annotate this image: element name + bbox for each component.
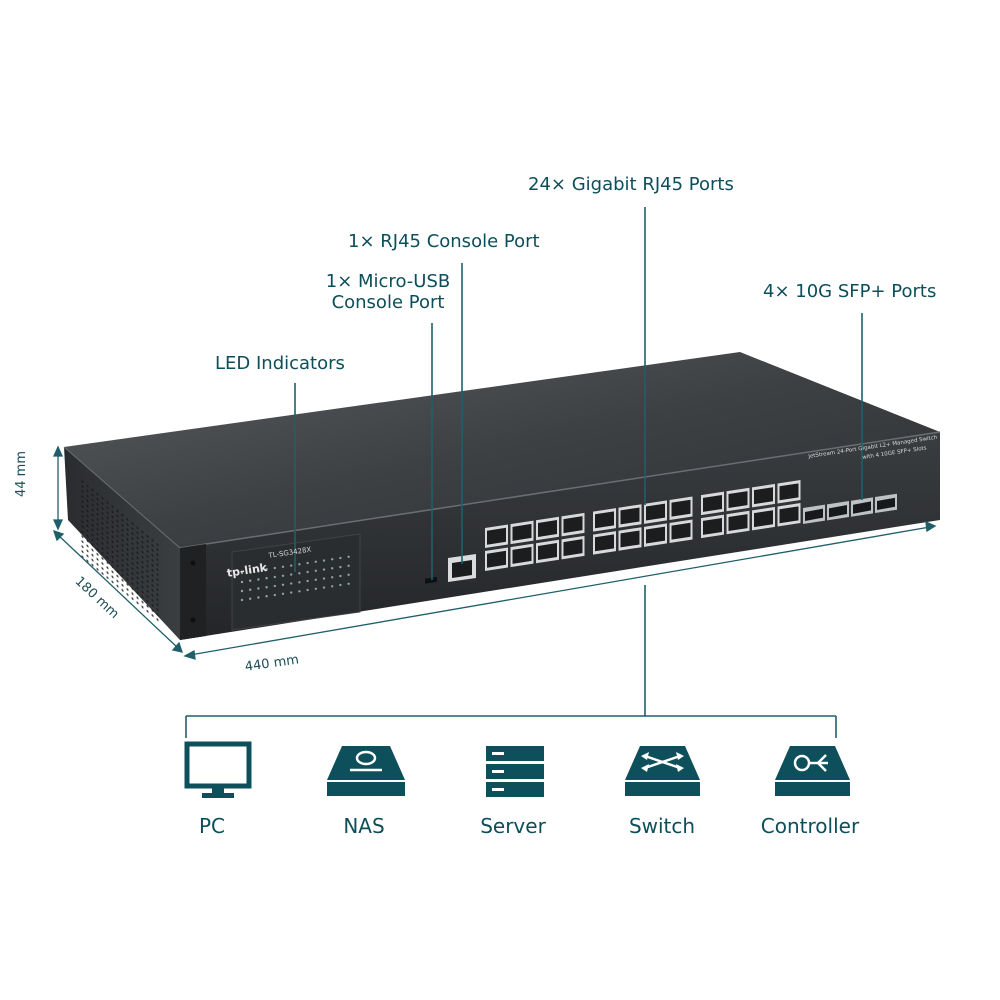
led-indicator	[290, 582, 293, 585]
led-indicator	[265, 586, 268, 589]
led-indicator	[347, 573, 350, 576]
switch-icon	[625, 746, 700, 796]
led-indicator	[240, 589, 244, 593]
led-indicator	[298, 590, 301, 593]
led-indicator	[306, 561, 309, 565]
led-indicator	[249, 570, 252, 573]
rj45-console-port[interactable]	[448, 554, 476, 582]
dimension-lines	[52, 445, 937, 660]
led-indicator	[347, 582, 350, 585]
led-indicator	[306, 579, 309, 583]
led-indicator	[347, 555, 350, 558]
device-label-pc: PC	[198, 814, 226, 838]
led-indicator	[281, 583, 285, 586]
device-label-switch: Switch	[628, 814, 696, 838]
led-indicator	[314, 578, 317, 581]
nas-icon	[327, 746, 405, 796]
led-indicator	[290, 564, 293, 567]
led-indicator	[322, 586, 326, 589]
led-indicator	[257, 569, 260, 572]
sfp-ports-label: 4× 10G SFP+ Ports	[763, 281, 937, 302]
led-indicator	[347, 564, 350, 567]
controller-icon	[775, 746, 850, 796]
callout-lines	[294, 207, 863, 580]
usb-console-label-line1: 1× Micro-USB	[325, 271, 451, 292]
rj45-console-label: 1× RJ45 Console Port	[348, 231, 540, 252]
led-panel	[231, 533, 361, 631]
led-indicator	[273, 584, 276, 588]
led-indicator	[339, 583, 342, 587]
led-indicator	[257, 596, 260, 599]
led-indicator	[281, 592, 285, 595]
led-indicator	[249, 588, 252, 591]
led-indicator	[314, 587, 317, 590]
server-icon	[486, 746, 544, 797]
led-indicator	[249, 579, 252, 582]
led-indicator	[322, 568, 326, 571]
led-indicator	[273, 575, 276, 579]
led-indicator	[314, 569, 317, 572]
led-indicator	[339, 556, 342, 560]
led-indicator	[240, 598, 244, 602]
led-indicator	[306, 588, 309, 592]
led-indicator	[306, 570, 309, 574]
device-label-server: Server	[480, 814, 546, 838]
led-indicator	[290, 591, 293, 594]
rj45-port-block	[485, 480, 801, 571]
led-indicator	[331, 558, 334, 561]
led-indicator	[265, 595, 268, 598]
led-indicator	[265, 568, 268, 571]
connection-bus	[185, 585, 837, 738]
led-indicator	[281, 565, 285, 568]
chassis-top	[64, 352, 940, 548]
rj45-ports-label: 24× Gigabit RJ45 Ports	[528, 174, 734, 195]
switch-chassis	[63, 352, 941, 640]
led-indicator	[339, 574, 342, 578]
led-indicator	[273, 593, 276, 597]
pc-icon	[184, 741, 252, 798]
micro-usb-console-port[interactable]	[425, 576, 437, 584]
led-indicator	[273, 566, 276, 570]
sfp-port-block	[803, 493, 897, 524]
led-indicator	[322, 577, 326, 580]
led-indicator	[298, 581, 301, 584]
chassis-front	[180, 432, 940, 640]
led-indicator	[290, 573, 293, 576]
led-indicator	[249, 597, 252, 600]
led-indicator	[240, 580, 244, 584]
usb-console-label-line2: Console Port	[331, 292, 445, 313]
led-indicator	[331, 576, 334, 579]
led-indicator	[314, 560, 317, 563]
led-indicator	[322, 559, 326, 562]
led-indicator	[331, 585, 334, 588]
led-indicator	[339, 565, 342, 569]
led-indicator	[281, 574, 285, 577]
device-label-controller: Controller	[760, 814, 860, 838]
led-indicator	[240, 571, 244, 575]
height-dimension: 44 mm	[14, 450, 29, 497]
led-indicator	[298, 572, 301, 575]
led-indicator	[331, 567, 334, 570]
led-indicator	[257, 587, 260, 590]
led-indicator	[265, 577, 268, 580]
device-label-nas: NAS	[343, 814, 385, 838]
led-indicator	[298, 563, 301, 566]
led-indicator	[257, 578, 260, 581]
led-indicators-label: LED Indicators	[215, 353, 345, 374]
